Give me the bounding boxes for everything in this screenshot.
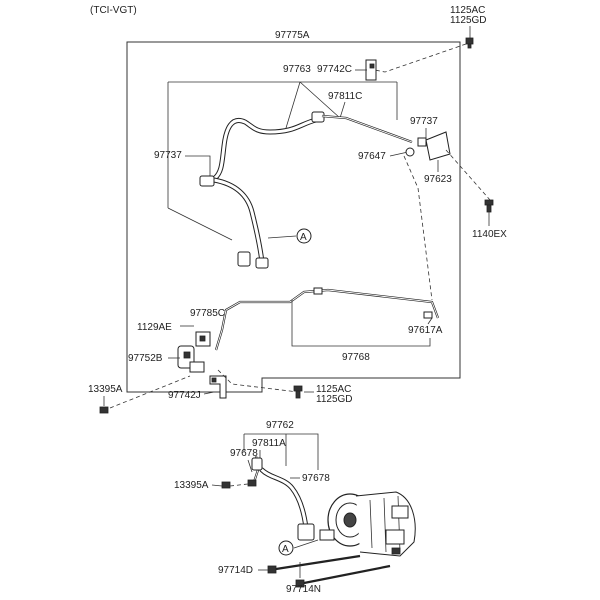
bracket-97742C-icon — [365, 59, 377, 81]
leader-line — [243, 433, 319, 470]
reference-circle — [296, 228, 312, 244]
reference-circle — [278, 540, 294, 556]
bolt-icon — [293, 385, 303, 399]
leader-line — [211, 484, 223, 487]
leader-line — [167, 81, 398, 208]
dashed-leader — [109, 375, 191, 409]
part-label-1125GD-mid: 1125GD — [316, 394, 353, 405]
hose-fitting-icon — [247, 457, 315, 541]
part-label-97623: 97623 — [424, 174, 452, 185]
part-label-97678-left: 97678 — [230, 448, 258, 459]
compressor-icon — [319, 491, 416, 557]
assembly-frame — [126, 41, 461, 393]
part-label-13395A-upper: 13395A — [88, 384, 123, 395]
leader-line — [203, 391, 215, 395]
tube-fitting-icon — [313, 287, 433, 319]
part-label-97742C: 97742C — [317, 64, 352, 75]
leader-line — [167, 207, 233, 241]
pressure-switch-icon — [177, 331, 211, 373]
variant-label: (TCI-VGT) — [90, 5, 137, 16]
part-label-97617A: 97617A — [408, 325, 443, 336]
bracket-97742J-icon — [209, 375, 227, 399]
dashed-leader — [229, 483, 249, 487]
bolt-icon — [465, 37, 474, 49]
bolt-icon — [484, 199, 494, 213]
part-label-97742J: 97742J — [168, 390, 201, 401]
leader-line — [339, 101, 346, 119]
nut-icon — [221, 481, 231, 489]
part-label-97752B: 97752B — [128, 353, 163, 364]
part-label-1140EX: 1140EX — [472, 229, 507, 240]
part-label-13395A-lower: 13395A — [174, 480, 209, 491]
leader-line — [247, 459, 253, 473]
leader-line — [427, 317, 433, 325]
part-label-1125GD-top: 1125GD — [450, 15, 487, 26]
part-label-97762: 97762 — [266, 420, 294, 431]
leader-line — [185, 155, 211, 178]
part-label-1125AC-mid: 1125AC — [316, 384, 351, 395]
leader-line — [389, 151, 409, 157]
long-bolt-icon — [267, 554, 391, 588]
leader-line — [291, 300, 431, 347]
reference-label: A — [300, 232, 307, 243]
reference-label-lower: A — [282, 544, 289, 555]
dashed-leader — [374, 43, 467, 73]
dashed-leader — [217, 369, 299, 393]
part-label-97811C: 97811C — [328, 91, 362, 102]
part-label-1125AC-top: 1125AC — [450, 5, 485, 16]
dashed-leader — [445, 149, 491, 201]
part-label-1129AE: 1129AE — [137, 322, 172, 333]
leader-line — [293, 539, 319, 549]
receiver-drier-icon — [405, 131, 451, 161]
part-label-97811A: 97811A — [252, 438, 286, 449]
leader-line — [267, 235, 297, 239]
part-label-97647: 97647 — [358, 151, 386, 162]
part-label-97768: 97768 — [342, 352, 370, 363]
part-label-97785C: 97785C — [190, 308, 225, 319]
part-label-97678-right: 97678 — [302, 473, 330, 484]
part-label-97737-left: 97737 — [154, 150, 182, 161]
part-label-97775A: 97775A — [275, 30, 310, 41]
liquid-tube-97811C — [321, 114, 413, 144]
part-label-97763: 97763 — [283, 64, 311, 75]
hose-fitting-icon — [199, 111, 325, 269]
part-label-97737-right: 97737 — [410, 116, 438, 127]
part-label-97714N: 97714N — [286, 584, 321, 595]
part-label-97714D: 97714D — [218, 565, 253, 576]
nut-icon — [99, 406, 109, 414]
